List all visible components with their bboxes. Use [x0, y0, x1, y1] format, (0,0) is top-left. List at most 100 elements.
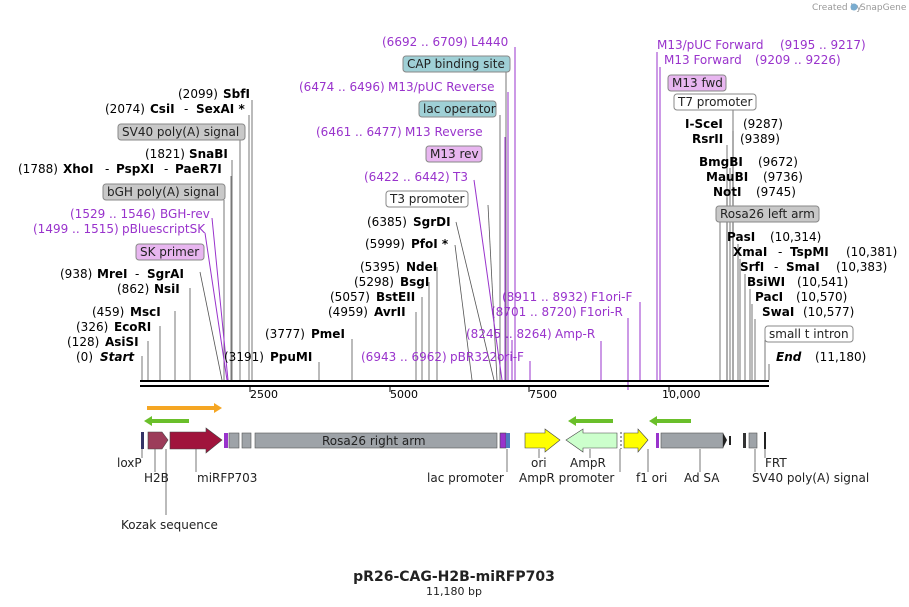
- feature-rosa26-left-arm-block[interactable]: [660, 432, 724, 449]
- orf-arrow-reverse[interactable]: [151, 419, 189, 423]
- feature-rosa26-left-arm: Rosa26 left arm: [720, 207, 815, 221]
- feature-lac-promoter-block[interactable]: [506, 433, 510, 448]
- middle-site-labels: (6692 .. 6709) L4440 CAP binding site (6…: [299, 35, 632, 364]
- feature-m13-lac-block[interactable]: [499, 432, 507, 449]
- orf-arrowhead-icon: [144, 416, 152, 426]
- feature-box-t7-promoter[interactable]: [673, 93, 757, 111]
- feature-box-small-t-intron[interactable]: [764, 325, 854, 343]
- primer-f1ori-f[interactable]: F1ori-F: [591, 290, 632, 304]
- feature-box-m13-rev[interactable]: [425, 145, 483, 163]
- feature-f1-ori[interactable]: [623, 428, 649, 453]
- primer-range-t3: (6422 .. 6442): [364, 170, 450, 184]
- site-pos-start: (0): [76, 350, 93, 364]
- feature-mirfp703[interactable]: [169, 427, 223, 454]
- feature-bgh-polya-block[interactable]: [228, 432, 240, 449]
- feature-ori[interactable]: [524, 428, 561, 453]
- brand-prefix: Created by: [812, 3, 862, 13]
- label-ori: ori: [531, 456, 547, 470]
- sequence-axis: 2500 5000 7500 10,000: [140, 380, 769, 401]
- primer-range-f1ori-f: (8911 .. 8932): [502, 290, 588, 304]
- site-msci: MscI: [130, 305, 161, 319]
- primer-f1ori-r[interactable]: F1ori-R: [580, 305, 623, 319]
- site-pos-bmgbi: (9672): [758, 155, 798, 169]
- site-pos-mrei: (938): [60, 267, 92, 281]
- primer-pbluescriptsk[interactable]: pBluescriptSK: [122, 222, 206, 236]
- label-lac-promoter: lac promoter: [427, 471, 504, 485]
- primer-m13-forward[interactable]: M13 Forward: [664, 53, 742, 67]
- site-avrii: AvrII: [374, 305, 406, 319]
- primer-amp-r[interactable]: Amp-R: [555, 327, 595, 341]
- site-rsrii: RsrII: [692, 132, 723, 146]
- site-pos-msci: (459): [92, 305, 124, 319]
- feature-sv40-polya-block-2[interactable]: [748, 432, 758, 449]
- feature-h2b[interactable]: [147, 431, 169, 450]
- orf-arrow-reverse-2[interactable]: [575, 419, 613, 423]
- site-pos-ecori: (326): [76, 320, 108, 334]
- feature-box-t3-promoter[interactable]: [385, 190, 469, 208]
- axis-tick-10000: 10,000: [662, 388, 701, 401]
- feature-t3-promoter: T3 promoter: [389, 192, 465, 206]
- bottom-leader-lines: [141, 449, 766, 515]
- feature-frt[interactable]: [764, 432, 766, 449]
- site-mrei: MreI: [97, 267, 127, 281]
- orf-arrows: [144, 403, 691, 426]
- snapgene-brand: Created by SnapGene: [812, 3, 907, 13]
- orf-arrow-forward[interactable]: [147, 406, 218, 410]
- feature-box-lac-operator[interactable]: [418, 100, 497, 118]
- label-ad-sa: Ad SA: [684, 471, 720, 485]
- primer-bgh-rev[interactable]: BGH-rev: [160, 207, 210, 221]
- site-sep: -: [164, 162, 168, 176]
- site-i-scei: I-SceI: [685, 117, 723, 131]
- site-ppumi: PpuMI: [270, 350, 312, 364]
- primer-m13-puc-forward[interactable]: M13/pUC Forward: [657, 38, 764, 52]
- feature-box-sv40-polya[interactable]: [117, 123, 246, 141]
- feature-m13-rev: M13 rev: [430, 147, 479, 161]
- site-start: Start: [100, 350, 135, 364]
- feature-box-sk-primer[interactable]: [135, 243, 205, 261]
- feature-box-cap-binding-site[interactable]: [402, 55, 511, 73]
- feature-small-t-intron: small t intron: [769, 327, 849, 341]
- primer-l4440[interactable]: L4440: [471, 35, 508, 49]
- label-f1-ori: f1 ori: [636, 471, 667, 485]
- feature-box-m13-fwd[interactable]: [667, 74, 727, 92]
- label-loxp: loxP: [117, 456, 142, 470]
- site-sep: -: [774, 260, 778, 274]
- site-sgrdi: SgrDI: [413, 215, 451, 229]
- feature-bgh-polya: bGH poly(A) signal: [107, 185, 219, 199]
- feature-kozak-marker[interactable]: [224, 433, 228, 448]
- feature-track: Rosa26 right arm: [141, 427, 766, 454]
- site-sep: -: [135, 267, 139, 281]
- feature-small-t-intron-block[interactable]: [743, 433, 746, 448]
- feature-m13-fwd-block[interactable]: [656, 433, 659, 448]
- feature-lac-operator: lac operator: [423, 102, 496, 116]
- site-pos-nsii: (862): [117, 282, 149, 296]
- site-bmgbi: BmgBI: [699, 155, 743, 169]
- site-xmai: XmaI: [733, 245, 767, 259]
- feature-rosa26-right-arm[interactable]: [254, 432, 498, 449]
- primer-t3[interactable]: T3: [452, 170, 468, 184]
- site-nsii: NsiI: [154, 282, 180, 296]
- site-pmei: PmeI: [311, 327, 345, 341]
- site-maubi: MauBI: [706, 170, 748, 184]
- feature-box-rosa26-left-arm[interactable]: [715, 205, 820, 223]
- site-pos-sbfi: (2099): [178, 87, 218, 101]
- site-swai: SwaI: [762, 305, 794, 319]
- feature-box-bgh-polya[interactable]: [102, 183, 226, 201]
- site-pos-pfoi: (5999): [365, 237, 405, 251]
- site-bsgi: BsgI: [400, 275, 429, 289]
- site-pos-noti: (9745): [756, 185, 796, 199]
- primer-m13-reverse[interactable]: M13 Reverse: [405, 125, 483, 139]
- site-sep: -: [184, 102, 188, 116]
- site-pasi: PasI: [727, 230, 755, 244]
- site-pos-srfi: (10,383): [836, 260, 887, 274]
- site-pos-csii: (2074): [105, 102, 145, 116]
- leader-lines: [141, 70, 770, 381]
- feature-ampr[interactable]: [565, 428, 618, 453]
- feature-sv40-block[interactable]: [241, 432, 252, 449]
- primer-m13-puc-reverse[interactable]: M13/pUC Reverse: [388, 80, 495, 94]
- site-pos-xmai: (10,381): [846, 245, 897, 259]
- label-ampr-promoter: AmpR promoter: [519, 471, 614, 485]
- feature-loxp[interactable]: [141, 432, 144, 449]
- primer-pbr322ori-f[interactable]: pBR322ori-F: [450, 350, 524, 364]
- orf-arrow-reverse-3[interactable]: [656, 419, 691, 423]
